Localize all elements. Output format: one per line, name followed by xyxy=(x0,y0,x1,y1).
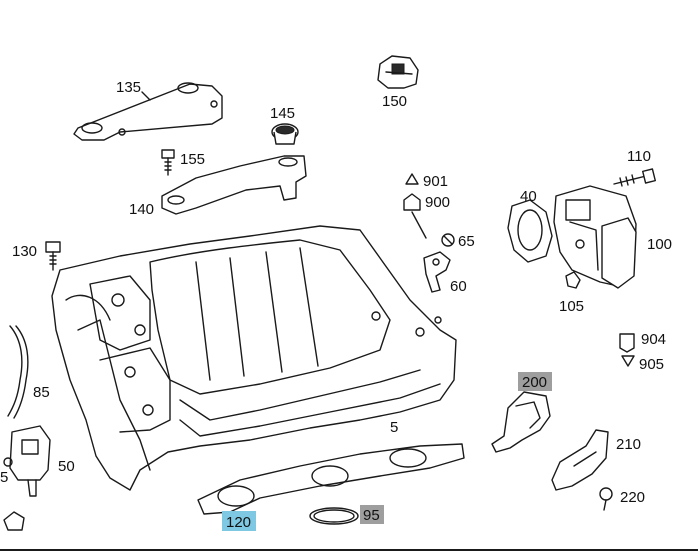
callout-145[interactable]: 145 xyxy=(270,105,295,122)
part-130-bolt[interactable] xyxy=(45,241,61,271)
callout-901[interactable]: 901 xyxy=(423,173,448,190)
callout-120[interactable]: 120 xyxy=(226,514,251,531)
callout-50[interactable]: 50 xyxy=(58,458,75,475)
callout-905[interactable]: 905 xyxy=(639,356,664,373)
callout-100[interactable]: 100 xyxy=(647,236,672,253)
part-100-throttle-body[interactable] xyxy=(553,185,637,289)
part-50-fitting[interactable] xyxy=(3,511,25,531)
part-140-bracket[interactable] xyxy=(161,155,307,215)
part-135-bracket[interactable] xyxy=(73,82,223,141)
callout-60[interactable]: 60 xyxy=(450,278,467,295)
highlight-120 xyxy=(222,511,256,531)
part-5-gasket[interactable] xyxy=(197,443,465,515)
part-210-bracket[interactable] xyxy=(551,429,609,491)
callout-105[interactable]: 105 xyxy=(559,298,584,315)
callout-155[interactable]: 155 xyxy=(180,151,205,168)
intake-manifold[interactable] xyxy=(51,225,457,491)
part-50-sensor[interactable] xyxy=(3,425,51,497)
part-155-bolt[interactable] xyxy=(161,149,175,176)
callout-904[interactable]: 904 xyxy=(641,331,666,348)
part-150-connector[interactable] xyxy=(377,55,419,89)
callout-65[interactable]: 65 xyxy=(458,233,475,250)
callout-130[interactable]: 130 xyxy=(12,243,37,260)
callout-150[interactable]: 150 xyxy=(382,93,407,110)
callout-200[interactable]: 200 xyxy=(522,374,547,391)
part-901-cap[interactable] xyxy=(405,173,419,185)
callout-40[interactable]: 40 xyxy=(520,188,537,205)
part-60-sensor[interactable] xyxy=(423,251,451,293)
part-200-shield[interactable] xyxy=(491,391,551,453)
part-65-bolt[interactable] xyxy=(441,233,455,247)
callout-220[interactable]: 220 xyxy=(620,489,645,506)
callout-5-gasket[interactable]: 5 xyxy=(390,419,398,436)
callout-140[interactable]: 140 xyxy=(129,201,154,218)
callout-135[interactable]: 135 xyxy=(116,79,141,96)
part-145-cap[interactable] xyxy=(271,123,299,145)
callout-95[interactable]: 95 xyxy=(363,507,380,524)
part-40-gasket[interactable] xyxy=(507,199,553,263)
part-900-plug[interactable] xyxy=(403,193,421,211)
callout-85[interactable]: 85 xyxy=(33,384,50,401)
highlight-200 xyxy=(518,372,552,391)
callout-5-left[interactable]: 5 xyxy=(0,469,8,486)
part-95-seal[interactable] xyxy=(309,507,359,525)
callout-900[interactable]: 900 xyxy=(425,194,450,211)
callout-210[interactable]: 210 xyxy=(616,436,641,453)
part-904-plug[interactable] xyxy=(619,333,635,353)
highlight-95 xyxy=(360,505,384,524)
part-85-hose[interactable] xyxy=(7,325,29,419)
part-110-bolt[interactable] xyxy=(613,168,657,187)
part-905-cap[interactable] xyxy=(621,355,635,367)
part-105-clip[interactable] xyxy=(565,271,581,289)
callout-110[interactable]: 110 xyxy=(627,148,651,165)
part-220-bolt[interactable] xyxy=(599,487,613,511)
